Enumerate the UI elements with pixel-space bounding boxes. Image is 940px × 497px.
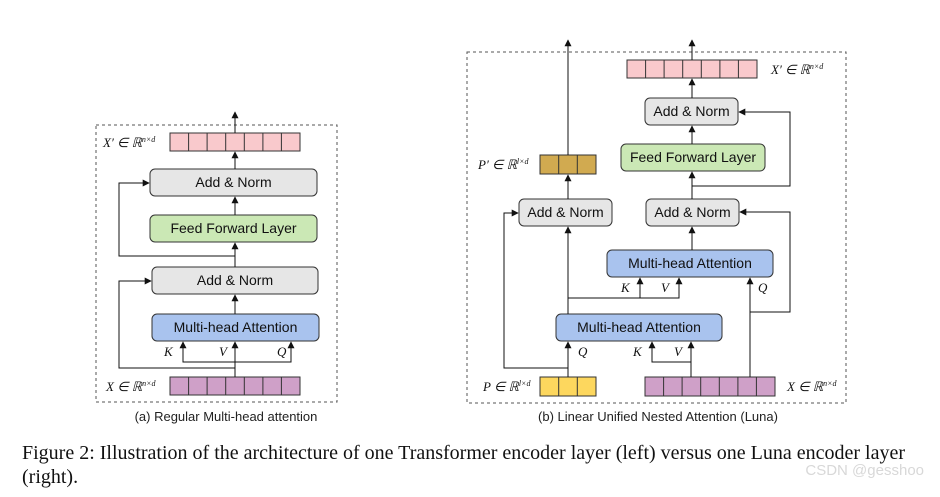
right-q-upper-label: Q xyxy=(758,280,768,295)
right-q-lower-label: Q xyxy=(578,344,588,359)
right-ffn-label: Feed Forward Layer xyxy=(630,149,756,165)
right-connectors xyxy=(503,39,791,377)
right-add-norm-x-label: Add & Norm xyxy=(654,204,730,220)
right-p-input-cells xyxy=(539,376,597,397)
right-attention-lower-label: Multi-head Attention xyxy=(577,319,701,335)
left-input-label: X ∈ ℝn×d xyxy=(105,379,156,394)
right-attention-lower-box xyxy=(555,313,723,342)
right-caption: (b) Linear Unified Nested Attention (Lun… xyxy=(538,409,778,424)
right-output-cells xyxy=(626,59,758,79)
left-output-cells xyxy=(169,132,301,152)
right-add-norm-p-label: Add & Norm xyxy=(527,204,603,220)
left-caption: (a) Regular Multi-head attention xyxy=(135,409,318,424)
left-output-label: X′ ∈ ℝn×d xyxy=(102,135,156,150)
left-ffn-label: Feed Forward Layer xyxy=(170,220,296,236)
right-p-output-cells xyxy=(539,154,597,175)
left-ffn-box xyxy=(149,214,318,243)
right-k-lower-label: K xyxy=(632,344,643,359)
right-panel-frame xyxy=(466,51,847,404)
right-p-output-label: P′ ∈ ℝl×d xyxy=(477,157,530,172)
left-add-norm-top-label: Add & Norm xyxy=(195,174,271,190)
right-v-upper-label: V xyxy=(661,280,671,295)
right-k-upper-label: K xyxy=(620,280,631,295)
watermark: CSDN @gesshoo xyxy=(805,462,924,479)
right-v-lower-label: V xyxy=(674,344,684,359)
left-connectors xyxy=(118,111,295,377)
left-panel-frame xyxy=(95,124,338,403)
right-panel: X′ ∈ ℝn×d P′ ∈ ℝl×d Add & Norm Feed Forw… xyxy=(466,39,847,424)
right-ffn-box xyxy=(620,143,766,172)
left-q-label: Q xyxy=(277,344,287,359)
right-p-input-label: P ∈ ℝl×d xyxy=(482,379,531,394)
left-input-cells xyxy=(169,376,301,396)
left-k-label: K xyxy=(163,344,174,359)
right-x-input-label: X ∈ ℝn×d xyxy=(786,379,837,394)
right-output-label: X′ ∈ ℝn×d xyxy=(770,62,824,77)
figure-caption: Figure 2: Illustration of the architectu… xyxy=(22,442,905,488)
right-add-norm-p-box xyxy=(518,198,613,227)
right-x-input-cells xyxy=(644,376,776,397)
left-panel: X′ ∈ ℝn×d Add & Norm Feed Forward Layer … xyxy=(95,111,338,424)
left-add-norm-bottom-label: Add & Norm xyxy=(197,272,273,288)
right-add-norm-top-label: Add & Norm xyxy=(653,103,729,119)
left-attention-label: Multi-head Attention xyxy=(174,319,298,335)
left-add-norm-top-box xyxy=(149,168,318,197)
left-v-label: V xyxy=(219,344,229,359)
right-attention-upper-label: Multi-head Attention xyxy=(628,255,752,271)
right-attention-upper-box xyxy=(606,249,774,278)
